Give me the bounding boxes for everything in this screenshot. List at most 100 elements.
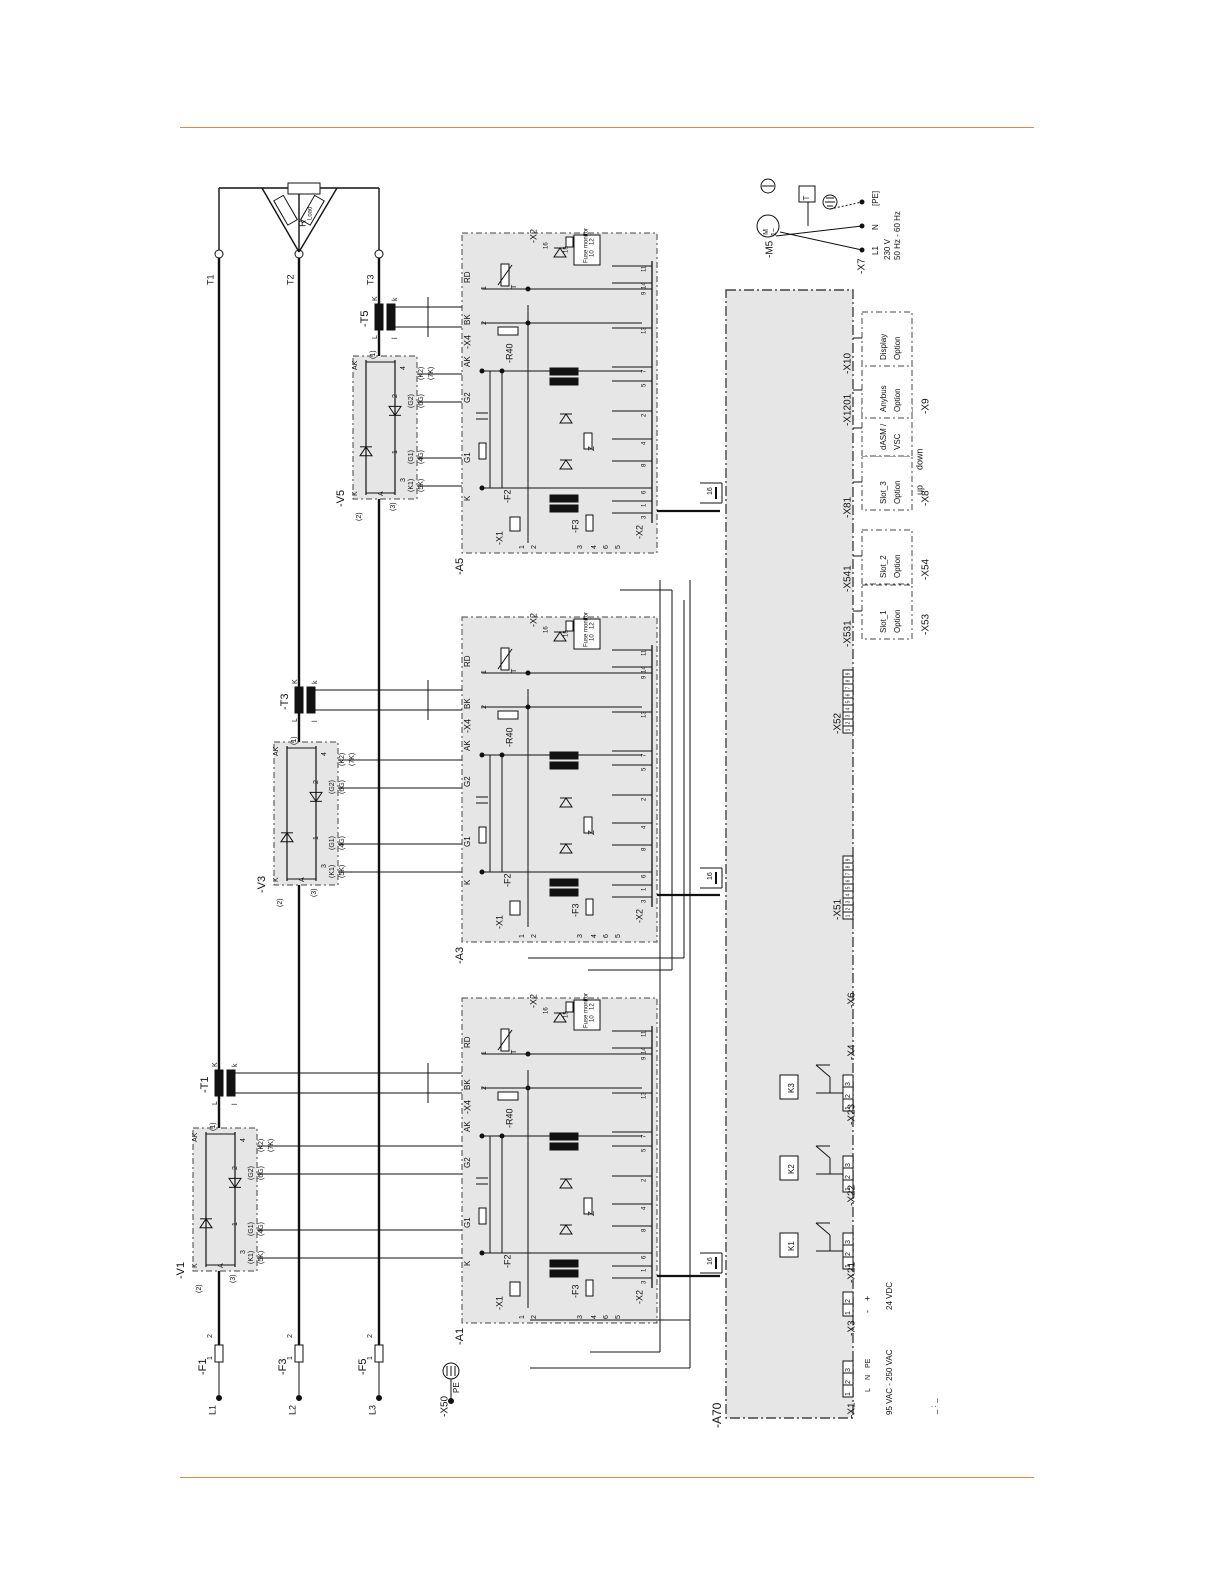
board-pin: BK xyxy=(463,1079,472,1090)
board-pin: 10 xyxy=(590,634,596,641)
thy-pin: (K1) xyxy=(408,479,415,492)
x52-pin: 5 xyxy=(845,700,851,703)
slot-label-1: Slot_3 xyxy=(879,481,888,504)
x52-pin: 4 xyxy=(845,707,851,710)
ct-core xyxy=(294,686,304,714)
thy-pin: A xyxy=(218,1263,225,1268)
x1-pin: 1 xyxy=(519,545,526,549)
x1-pin: 5 xyxy=(615,1315,622,1319)
f2-fuse xyxy=(509,900,521,916)
pulse-transformer xyxy=(549,1259,579,1268)
x2-pin: 5 xyxy=(642,767,648,771)
fuse-monitor-label: Fuse monitor xyxy=(584,228,590,263)
thy-pin: (7K) xyxy=(428,367,435,380)
x51-pin: 7 xyxy=(845,872,851,875)
output-label-T3: T3 xyxy=(365,274,375,285)
board-pin: RD xyxy=(463,271,472,283)
x1-voltage: 95 VAC - 250 VAC xyxy=(885,1349,894,1415)
board-pin: 1 xyxy=(481,286,488,290)
fuse-2 xyxy=(294,1344,304,1363)
r40-resistor xyxy=(497,1091,519,1101)
relay-pin: 3 xyxy=(845,1082,852,1086)
x1-pin: 6 xyxy=(603,934,610,938)
fuse-pin: 1 xyxy=(367,1356,374,1360)
board-box xyxy=(461,997,658,1324)
thy-pin: 2 xyxy=(392,394,399,398)
wire xyxy=(775,225,863,237)
thy-pin: (4G) xyxy=(258,1222,265,1236)
x2-pin: 2 xyxy=(642,797,648,801)
x2-pin: 3 xyxy=(642,515,648,519)
x1-pin: 4 xyxy=(591,934,598,938)
pulse-transformer xyxy=(549,1132,579,1141)
x2-pin: 7 xyxy=(642,369,648,373)
slot-label-2: VSC xyxy=(893,433,902,450)
x52-pin: 1 xyxy=(845,728,851,731)
f2-label: -F2 xyxy=(502,490,512,504)
board-pin: G1 xyxy=(463,1217,472,1228)
fuse-label: -F1 xyxy=(197,1359,209,1376)
board-x4-label: -X4 xyxy=(462,335,472,349)
thyristor-symbol xyxy=(228,1177,242,1189)
z-label: Z xyxy=(587,830,596,835)
load-resistor xyxy=(273,194,299,226)
ct-pin: l xyxy=(232,1103,239,1105)
slot-connector-label: -X1201 xyxy=(843,393,854,426)
x51-pin: 9 xyxy=(845,858,851,861)
x2-pin: 2 xyxy=(642,1178,648,1182)
wire xyxy=(298,187,338,253)
f2-fuse xyxy=(509,1281,521,1297)
x1-pin: 2 xyxy=(531,545,538,549)
z-resistor xyxy=(583,1197,593,1215)
thy-pin: (3) xyxy=(311,888,318,897)
x1-pin: 1 xyxy=(519,934,526,938)
thyristor-label: -V5 xyxy=(335,490,347,507)
f3-fuse xyxy=(585,898,594,916)
x2-pin: 7 xyxy=(642,753,648,757)
thyristor-symbol xyxy=(559,1178,573,1189)
slot-connector-label: -X81 xyxy=(843,496,854,518)
thy-pin: (K2) xyxy=(418,367,425,380)
node xyxy=(525,320,531,326)
load-resistor xyxy=(287,182,321,195)
fan-motor-m: M xyxy=(763,229,770,235)
thyristor-symbol xyxy=(309,791,323,803)
output-label-T2: T2 xyxy=(285,274,295,285)
relay-pin: 1 xyxy=(845,1106,852,1110)
board-pin: RD xyxy=(463,1036,472,1048)
thy-pin: AK xyxy=(352,360,359,370)
board-pin: K xyxy=(463,1260,472,1266)
board-pin: 10 xyxy=(590,250,596,257)
board-pin: G2 xyxy=(463,1157,472,1168)
z-resistor xyxy=(583,816,593,834)
board-pin: AK xyxy=(463,740,472,751)
board-pin: 15 xyxy=(564,630,570,637)
x2-pin: 9 xyxy=(642,675,648,679)
thy-pin: 1 xyxy=(232,1222,239,1226)
x51-label: -X51 xyxy=(833,898,844,920)
z-label: Z xyxy=(587,1211,596,1216)
x51-pin: 4 xyxy=(845,893,851,896)
pulse-transformer xyxy=(549,504,579,513)
x2-pin: 3 xyxy=(642,1280,648,1284)
thyristor-symbol xyxy=(559,413,573,424)
r40-label: -R40 xyxy=(504,1108,514,1128)
thyristor-symbol xyxy=(553,631,567,642)
x2-pin: 4 xyxy=(642,825,648,829)
x52-pin: 9 xyxy=(845,672,851,675)
footer-rule xyxy=(180,1477,1034,1478)
x51-pin: 1 xyxy=(845,914,851,917)
x51-pin: 8 xyxy=(845,865,851,868)
x52-terminal xyxy=(842,669,854,678)
node xyxy=(859,199,865,205)
fan-pin: L1 xyxy=(871,246,880,255)
fan-pin: [PE] xyxy=(871,191,880,206)
thermostat-label: T xyxy=(802,195,811,200)
pulse-transformer xyxy=(549,1269,579,1278)
